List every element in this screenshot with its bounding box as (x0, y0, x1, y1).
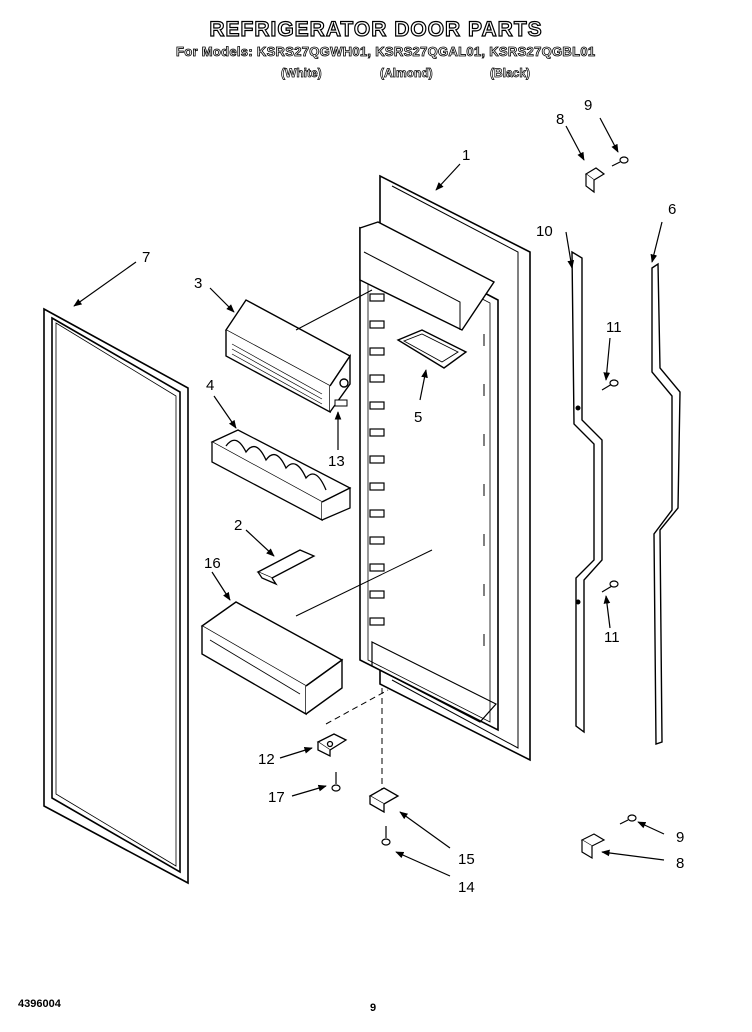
callout-7: 7 (142, 249, 150, 266)
dairy-bin (396, 329, 468, 369)
callout-14: 14 (458, 879, 475, 896)
callout-11-top: 11 (606, 319, 622, 336)
clip-part (334, 399, 348, 407)
color-black-label: (Black) (490, 66, 531, 81)
callout-11-bottom: 11 (604, 629, 620, 646)
gallon-bin (200, 601, 344, 716)
callout-arrows (73, 117, 665, 877)
trim-strip (651, 262, 681, 745)
callout-4: 4 (206, 377, 214, 394)
page-number: 9 (370, 1002, 377, 1014)
door-gasket (43, 307, 189, 885)
document-number: 4396004 (18, 998, 61, 1010)
models-line: For Models: KSRS27QGWH01, KSRS27QGAL01, … (176, 44, 596, 60)
top-hinge (584, 156, 629, 194)
callout-6: 6 (668, 201, 676, 218)
callout-13: 13 (328, 453, 345, 470)
egg-tray (210, 429, 352, 522)
callout-9-top: 9 (584, 97, 592, 114)
trim-clip (256, 549, 316, 586)
color-white-label: (White) (281, 66, 322, 81)
handle-screws (601, 379, 619, 593)
dispenser-bin (224, 299, 352, 414)
callout-15: 15 (458, 851, 475, 868)
callout-8-top: 8 (556, 111, 564, 128)
assembly-lines (295, 289, 433, 790)
page-title: REFRIGERATOR DOOR PARTS (209, 17, 543, 41)
callout-16: 16 (204, 555, 221, 572)
callout-10: 10 (536, 223, 553, 240)
callout-8-bottom: 8 (676, 855, 684, 872)
screw-17 (331, 772, 341, 792)
color-almond-label: (Almond) (380, 66, 433, 81)
callout-9-bottom: 9 (676, 829, 684, 846)
lower-hinge (368, 787, 400, 814)
hinge-bracket (316, 733, 348, 758)
screw-14 (381, 826, 391, 846)
callout-17: 17 (268, 789, 285, 806)
callout-12: 12 (258, 751, 275, 768)
callout-5: 5 (414, 409, 422, 426)
callout-1: 1 (462, 147, 470, 164)
bottom-hinge (580, 814, 637, 860)
door-liner (359, 174, 531, 762)
handle-strip (571, 250, 603, 734)
callout-2: 2 (234, 517, 242, 534)
callout-3: 3 (194, 275, 202, 292)
